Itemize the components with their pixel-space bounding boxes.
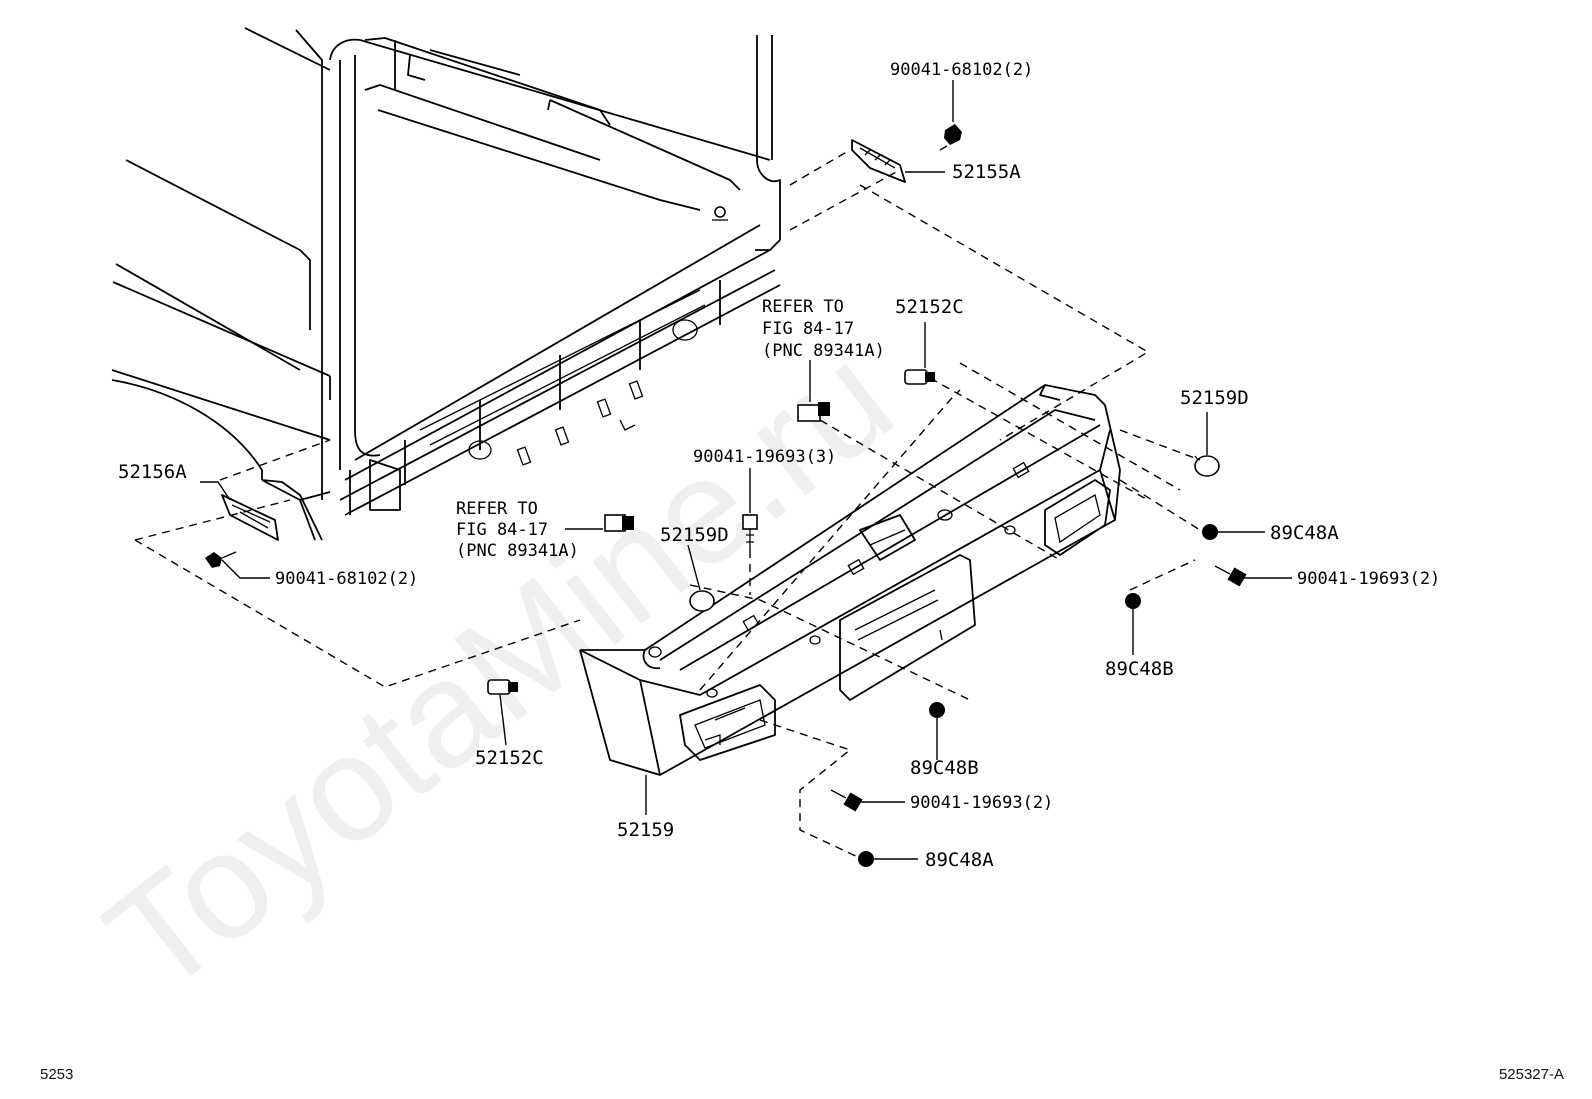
label-bumper: 52159 bbox=[617, 819, 674, 841]
screw-top bbox=[939, 124, 962, 151]
page-number: 5253 bbox=[40, 1066, 74, 1083]
clip-top bbox=[904, 369, 935, 385]
label-refer-right-3: (PNC 89341A) bbox=[762, 341, 885, 361]
clip-bottom bbox=[487, 679, 518, 695]
screw-left bbox=[205, 551, 237, 568]
bolt-right bbox=[1214, 565, 1247, 587]
rear-bumper bbox=[579, 384, 1121, 776]
label-refer-left-3: (PNC 89341A) bbox=[456, 541, 579, 561]
nut-89c48b-center bbox=[929, 702, 945, 718]
label-refer-right-2: FIG 84-17 bbox=[762, 319, 854, 339]
label-bracket-top: 52155A bbox=[952, 161, 1021, 183]
bracket-52155a bbox=[851, 139, 906, 183]
label-nut-right-a: 89C48A bbox=[1270, 522, 1339, 544]
label-bolt-right: 90041-19693(2) bbox=[1297, 569, 1440, 589]
label-bolt-bottom: 90041-19693(2) bbox=[910, 793, 1053, 813]
nut-89c48a-bottom bbox=[858, 851, 874, 867]
nut-89c48a-right bbox=[1202, 524, 1218, 540]
illustration-code: 525327-A bbox=[1498, 1066, 1564, 1083]
label-clip-top: 52152C bbox=[895, 296, 964, 318]
callout-labels: 90041-68102(2) 52155A REFER TO FIG 84-17… bbox=[118, 60, 1440, 871]
label-screw-top: 90041-68102(2) bbox=[890, 60, 1033, 80]
label-clip-bottom: 52152C bbox=[475, 747, 544, 769]
sensor-left bbox=[604, 514, 634, 532]
label-nut-right-b: 89C48B bbox=[1105, 658, 1174, 680]
bracket-52156a bbox=[221, 494, 279, 541]
assembly-lines bbox=[134, 149, 1201, 859]
label-nut-bottom-a: 89C48A bbox=[925, 849, 994, 871]
label-bolt-center: 90041-19693(3) bbox=[693, 447, 836, 467]
label-refer-left-2: FIG 84-17 bbox=[456, 520, 548, 540]
cap-center bbox=[689, 590, 715, 612]
watermark: ToyotaMine.ru bbox=[76, 313, 922, 1025]
nut-89c48b-right bbox=[1125, 593, 1141, 609]
label-refer-left-1: REFER TO bbox=[456, 499, 538, 519]
label-bracket-left: 52156A bbox=[118, 461, 187, 483]
label-cap-center: 52159D bbox=[660, 524, 729, 546]
bolt-center bbox=[742, 514, 758, 550]
label-refer-right-1: REFER TO bbox=[762, 297, 844, 317]
leader-lines bbox=[200, 80, 1292, 860]
bolt-bottom bbox=[830, 789, 863, 812]
label-screw-left: 90041-68102(2) bbox=[275, 569, 418, 589]
label-nut-center-b: 89C48B bbox=[910, 757, 979, 779]
sensor-right bbox=[797, 402, 830, 422]
vehicle-body bbox=[111, 27, 781, 541]
label-cap-right: 52159D bbox=[1180, 387, 1249, 409]
cap-right bbox=[1194, 455, 1220, 477]
